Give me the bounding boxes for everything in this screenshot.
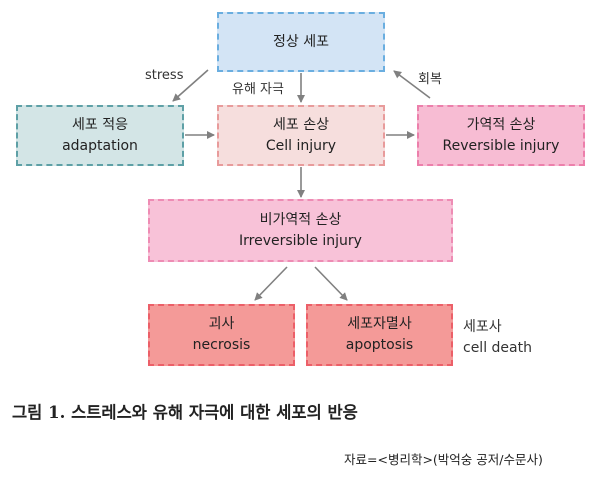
node-normal-ko: 정상 세포	[273, 33, 329, 50]
node-necrosis: 괴사 necrosis	[148, 304, 295, 366]
node-necrosis-ko: 괴사	[208, 316, 235, 332]
node-irreversible-en: Irreversible injury	[239, 232, 362, 249]
figure-caption: 그림 1. 스트레스와 유해 자극에 대한 세포의 반응	[12, 403, 358, 422]
node-injury-en: Cell injury	[265, 137, 337, 154]
node-reversible-en: Reversible injury	[442, 137, 560, 154]
cell-death-en: cell death	[463, 340, 532, 356]
cell-death-ko: 세포사	[463, 319, 502, 335]
node-cell-injury: 세포 손상 Cell injury	[217, 105, 385, 166]
node-apoptosis: 세포자멸사 apoptosis	[306, 304, 453, 366]
arrow-recovery	[393, 70, 431, 99]
arrow-to-apoptosis	[314, 266, 348, 301]
label-harmful-stimulus: 유해 자극	[232, 82, 284, 97]
node-irreversible-ko: 비가역적 손상	[259, 211, 342, 228]
figure-source: 자료=<병리학>(박억숭 공저/수문사)	[344, 452, 543, 467]
node-reversible-ko: 가역적 손상	[466, 116, 536, 133]
node-necrosis-en: necrosis	[192, 337, 251, 353]
node-irreversible-injury: 비가역적 손상 Irreversible injury	[148, 199, 453, 262]
node-adaptation: 세포 적응 adaptation	[16, 105, 184, 166]
label-stress: stress	[145, 68, 184, 83]
node-apoptosis-en: apoptosis	[345, 337, 414, 353]
node-apoptosis-ko: 세포자멸사	[347, 316, 412, 332]
label-recovery: 회복	[418, 72, 442, 87]
arrow-stress	[172, 69, 209, 102]
node-normal-cell: 정상 세포	[217, 12, 385, 72]
node-injury-ko: 세포 손상	[273, 116, 329, 133]
cell-death-label: 세포사 cell death	[463, 317, 532, 359]
node-adaptation-ko: 세포 적응	[72, 116, 128, 133]
node-adaptation-en: adaptation	[62, 137, 138, 154]
node-reversible-injury: 가역적 손상 Reversible injury	[417, 105, 585, 166]
arrow-to-necrosis	[254, 266, 288, 301]
